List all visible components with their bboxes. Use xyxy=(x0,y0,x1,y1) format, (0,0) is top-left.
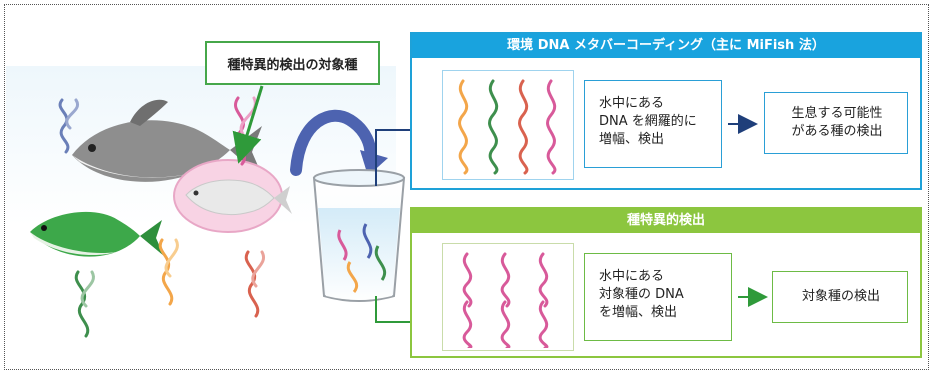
metabarcoding-process-line-3: 増幅、検出 xyxy=(599,132,665,147)
metabarcoding-flow-arrow-icon xyxy=(728,114,758,134)
metabarcoding-process-line-2: DNA を網羅的に xyxy=(599,114,697,129)
metabarcoding-result-box: 生息する可能性 がある種の検出 xyxy=(764,92,908,154)
metabarcoding-title: 環境 DNA メタバーコーディング（主に MiFish 法） xyxy=(412,34,920,58)
metabarcoding-panel: 環境 DNA メタバーコーディング（主に MiFish 法） 水中にある DNA… xyxy=(410,32,922,190)
target-species-callout: 種特異的検出の対象種 xyxy=(205,41,380,85)
species-specific-process-box: 水中にある 対象種の DNA を増幅、検出 xyxy=(584,253,732,341)
metabarcoding-result-line-1: 生息する可能性 xyxy=(791,106,883,121)
sampling-arrow-icon xyxy=(290,109,377,176)
diagram-frame xyxy=(4,4,929,370)
species-specific-panel: 種特異的検出 水中にある 対象種の DNA を増幅、検出 対象種の検出 xyxy=(410,207,922,358)
single-species-dna-icon xyxy=(462,252,549,350)
species-specific-process-line-1: 水中にある xyxy=(599,269,665,284)
metabarcoding-process-box: 水中にある DNA を網羅的に 増幅、検出 xyxy=(584,80,722,168)
species-specific-process-line-2: 対象種の DNA xyxy=(599,287,684,302)
dna-icon xyxy=(58,96,266,338)
species-specific-dna-panel xyxy=(442,243,574,351)
multi-species-dna-icon xyxy=(458,79,557,175)
metabarcoding-result-line-2: がある種の検出 xyxy=(791,124,883,139)
green-fish-icon xyxy=(30,211,164,257)
species-specific-result: 対象種の検出 xyxy=(801,289,880,304)
metabarcoding-process-line-1: 水中にある xyxy=(599,96,665,111)
metabarcoding-dna-panel xyxy=(442,70,574,180)
target-species-icon xyxy=(173,159,292,233)
species-specific-title: 種特異的検出 xyxy=(412,209,920,233)
species-specific-flow-arrow-icon xyxy=(738,287,768,307)
species-specific-process-line-3: を増幅、検出 xyxy=(599,305,678,320)
species-specific-result-box: 対象種の検出 xyxy=(772,271,908,323)
cup-icon xyxy=(312,169,406,302)
callout-arrow-icon xyxy=(232,85,264,164)
